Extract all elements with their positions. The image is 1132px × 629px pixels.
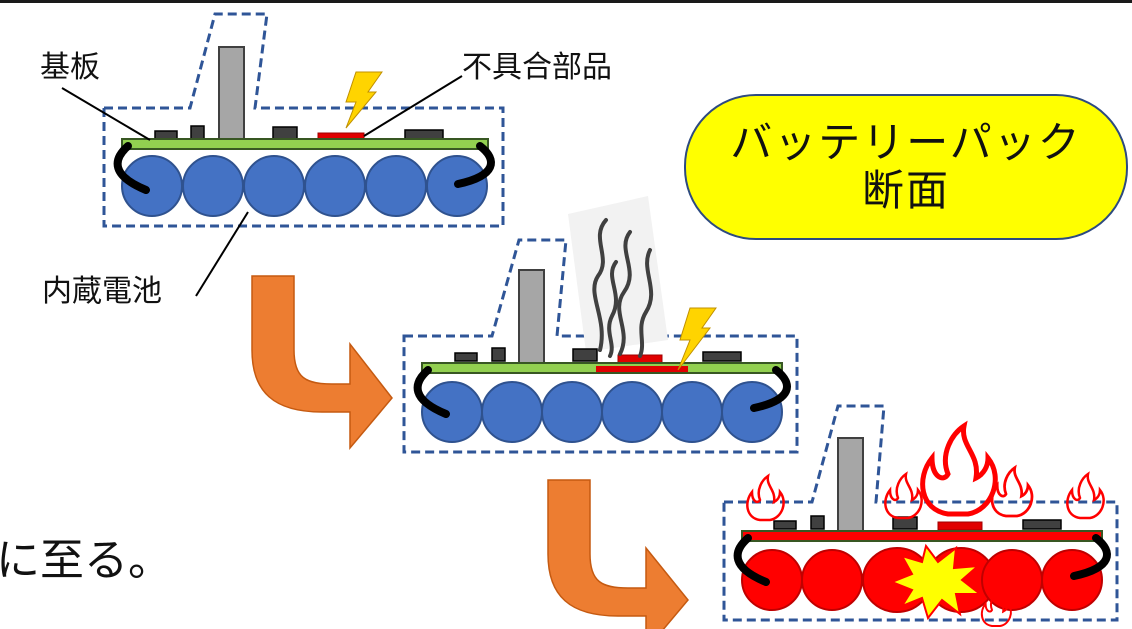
battery-cell <box>601 381 663 443</box>
spark-icon <box>345 71 383 129</box>
battery-cell <box>365 155 427 217</box>
battery-cell <box>1041 549 1103 611</box>
defective-part <box>937 521 983 531</box>
top-border-line <box>0 0 1132 3</box>
component <box>454 352 478 362</box>
terminal-post <box>218 46 245 141</box>
battery-cell <box>721 381 783 443</box>
label-board: 基板 <box>40 50 100 85</box>
flame-icon <box>990 466 1034 518</box>
pack-outline <box>722 404 1119 622</box>
leader-line-battery <box>195 211 249 297</box>
caption-text: に至る。 <box>0 535 172 586</box>
wire-left <box>733 534 770 586</box>
spark-icon <box>677 307 717 371</box>
leader-line-defect <box>363 75 463 137</box>
smoke-icon <box>592 218 654 358</box>
component <box>154 130 178 140</box>
pack-outline <box>102 12 505 228</box>
component <box>272 126 298 140</box>
explosion-icon <box>889 543 983 621</box>
smoke-background <box>568 196 668 352</box>
terminal-post <box>837 437 864 532</box>
wire-right <box>454 142 495 188</box>
battery-cell <box>304 155 366 217</box>
component <box>491 347 506 362</box>
arrow-icon <box>547 479 689 629</box>
wire-right <box>1070 534 1111 580</box>
component <box>773 520 797 530</box>
battery-cells <box>121 155 488 217</box>
battery-cell <box>421 381 483 443</box>
terminal-post <box>518 269 545 364</box>
circuit-board <box>121 138 489 150</box>
leader-line-board <box>61 87 151 141</box>
battery-pack-fire <box>722 404 1119 628</box>
battery-cell <box>243 155 305 217</box>
battery-pack-heating <box>402 196 799 454</box>
battery-cell <box>741 549 803 611</box>
battery-cell <box>661 381 723 443</box>
battery-cells <box>421 381 783 443</box>
battery-cell <box>801 549 863 611</box>
label-battery-cells: 内蔵電池 <box>42 274 162 309</box>
component <box>190 125 205 140</box>
component <box>404 129 444 140</box>
flame-icon <box>884 472 923 520</box>
flame-icon <box>1066 472 1105 520</box>
wire-left <box>113 142 150 194</box>
flame-icon <box>746 474 785 522</box>
wire-right <box>750 366 791 412</box>
circuit-board <box>741 530 1103 542</box>
label-defective-part: 不具合部品 <box>462 50 612 85</box>
callout-battery-pack-section: バッテリーパック 断面 <box>684 94 1128 240</box>
arrow-icon <box>251 275 393 451</box>
component <box>572 348 598 362</box>
callout-line-2: 断面 <box>861 166 950 215</box>
component <box>1022 519 1062 530</box>
component <box>810 515 825 530</box>
callout-line-1: バッテリーパック <box>730 118 1082 167</box>
component <box>702 351 742 362</box>
wire-left <box>413 366 450 418</box>
battery-cell <box>541 381 603 443</box>
battery-cell <box>481 381 543 443</box>
battery-pack-normal <box>61 12 505 297</box>
battery-cell <box>182 155 244 217</box>
heated-board-section <box>596 366 688 372</box>
